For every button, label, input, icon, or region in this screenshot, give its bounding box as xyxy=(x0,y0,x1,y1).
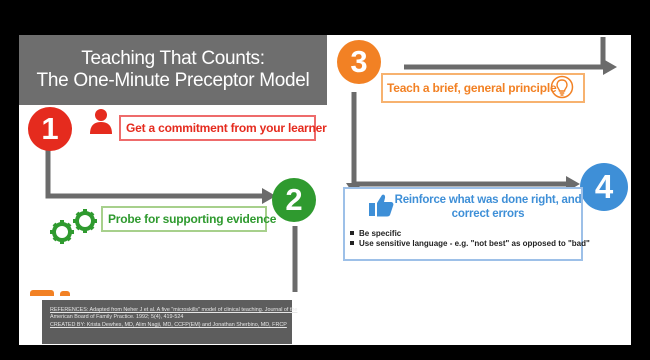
title-line-2: The One-Minute Preceptor Model xyxy=(36,70,310,91)
bullet-marker xyxy=(350,241,354,245)
step-4-label-line-1: Reinforce what was done right, and xyxy=(394,194,582,206)
partial-orange-shape xyxy=(60,291,70,296)
step-1-label: Get a commitment from your learner xyxy=(126,121,327,135)
references-line-3: CREATED BY: Krista Dewhes, MD, Alim Nagj… xyxy=(50,321,287,328)
step-4-box xyxy=(343,187,583,261)
arrowhead-2 xyxy=(262,188,276,204)
arrow-to-3 xyxy=(404,37,606,70)
step-4-number: 4 xyxy=(580,163,628,211)
step-1-number: 1 xyxy=(28,107,72,151)
step-2-number: 2 xyxy=(272,178,316,222)
arrowhead-3 xyxy=(603,59,617,75)
step-3-label: Teach a brief, general principle xyxy=(387,81,557,95)
arrow-1-to-2 xyxy=(45,148,262,199)
thumbs-up-icon xyxy=(369,194,394,217)
step-2-label: Probe for supporting evidence xyxy=(108,212,277,226)
gears-icon xyxy=(50,209,97,244)
references-line-1: REFERENCES: Adapted from Neher J et al. … xyxy=(50,307,298,313)
arrow-3-to-4 xyxy=(351,92,566,187)
bullet-marker xyxy=(350,231,354,235)
references-line-2: American Board of Family Practice. 1992;… xyxy=(50,314,184,321)
partial-orange-shape xyxy=(30,290,54,296)
title-banner: Teaching That Counts: The One-Minute Pre… xyxy=(19,35,327,105)
step-4-label: Reinforce what was done right, and corre… xyxy=(393,193,583,221)
step-3-number: 3 xyxy=(337,40,381,84)
step-4-bullets: Be specific Use sensitive language - e.g… xyxy=(349,229,590,249)
step-4-label-line-2: correct errors xyxy=(451,208,525,220)
bullet-item: Be specific xyxy=(349,229,590,239)
references-footer: REFERENCES: Adapted from Neher J et al. … xyxy=(42,300,298,344)
step-1-box: Get a commitment from your learner xyxy=(119,115,327,141)
lightbulb-icon xyxy=(550,75,574,99)
step-2-box: Probe for supporting evidence xyxy=(101,206,277,232)
title-line-1: Teaching That Counts: xyxy=(81,48,265,69)
person-icon xyxy=(90,109,112,134)
bullet-item: Use sensitive language - e.g. "not best"… xyxy=(349,239,590,249)
